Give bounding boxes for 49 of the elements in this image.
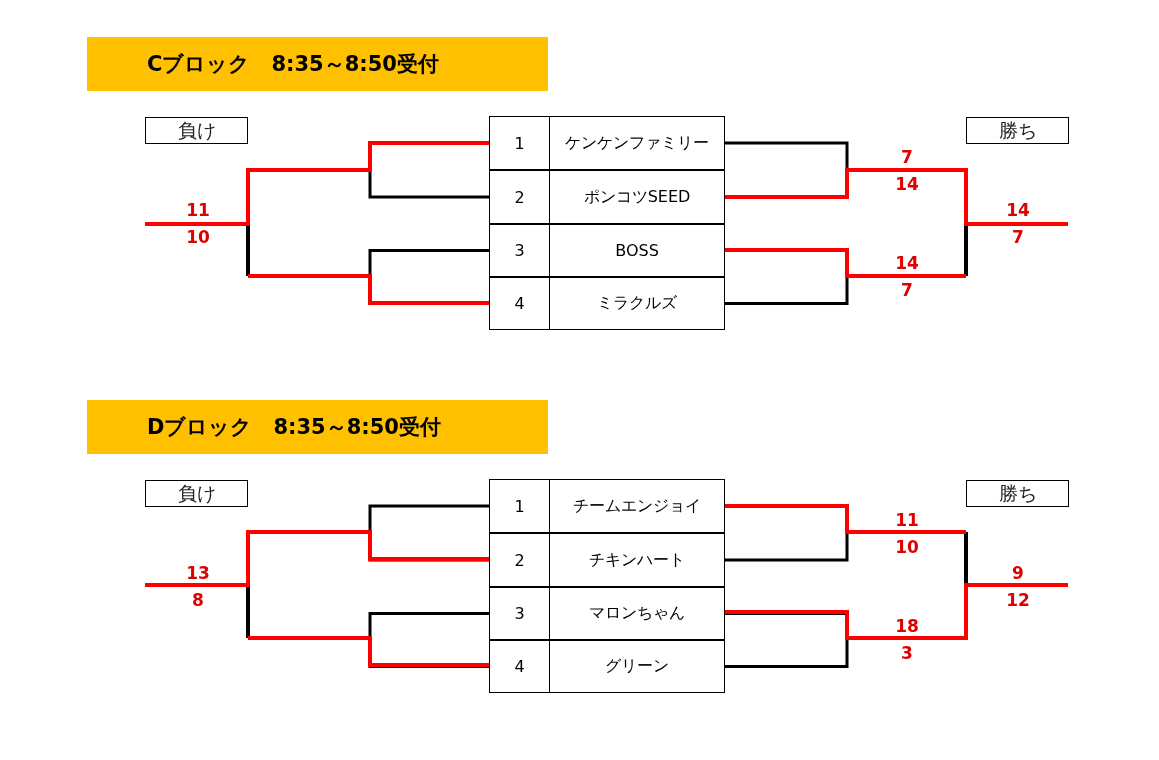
score-label: 11 xyxy=(895,511,919,529)
team-name: チキンハート xyxy=(588,548,686,571)
team-name: ケンケンファミリー xyxy=(564,131,710,154)
seed-number: 1 xyxy=(490,480,550,532)
team-row xyxy=(489,224,725,277)
bracket-line xyxy=(368,612,489,668)
score-label: 10 xyxy=(186,228,210,246)
bracket-side-label: 負け xyxy=(145,117,248,144)
score-label: 3 xyxy=(901,644,913,662)
seed-number: 4 xyxy=(490,641,550,692)
score-label: 7 xyxy=(1012,228,1024,246)
block-title-band: Cブロック 8:35～8:50受付 xyxy=(87,37,548,91)
score-label: 7 xyxy=(901,281,913,299)
team-name: ミラクルズ xyxy=(596,292,678,314)
score-label: 11 xyxy=(186,201,210,219)
team-row xyxy=(489,170,725,224)
bracket-line xyxy=(368,504,489,562)
team-row xyxy=(489,479,725,533)
team-name: マロンちゃん xyxy=(588,602,686,624)
score-label: 14 xyxy=(895,175,919,193)
score-label: 10 xyxy=(895,538,919,556)
bracket-side-label: 勝ち xyxy=(966,117,1069,144)
team-name: ポンコツSEED xyxy=(582,185,692,208)
seed-number: 3 xyxy=(490,588,550,639)
score-label: 12 xyxy=(1006,591,1030,609)
team-name: グリーン xyxy=(604,655,670,677)
team-name: BOSS xyxy=(614,240,660,262)
block-title-band: Dブロック 8:35～8:50受付 xyxy=(87,400,548,454)
seed-number: 3 xyxy=(490,225,550,276)
score-label: 9 xyxy=(1012,564,1024,582)
score-label: 14 xyxy=(1006,201,1030,219)
seed-number: 2 xyxy=(490,171,550,223)
bracket-line xyxy=(725,612,849,668)
score-label: 8 xyxy=(192,591,204,609)
score-label: 18 xyxy=(895,617,919,635)
bracket-side-label: 勝ち xyxy=(966,480,1069,507)
bracket-side-label: 負け xyxy=(145,480,248,507)
team-row xyxy=(489,640,725,693)
seed-number: 2 xyxy=(490,534,550,586)
team-row xyxy=(489,116,725,170)
team-row xyxy=(489,277,725,330)
team-name: チームエンジョイ xyxy=(572,494,702,517)
team-row xyxy=(489,587,725,640)
seed-number: 4 xyxy=(490,278,550,329)
score-label: 14 xyxy=(895,254,919,272)
seed-number: 1 xyxy=(490,117,550,169)
score-label: 13 xyxy=(186,564,210,582)
score-label: 7 xyxy=(901,148,913,166)
team-row xyxy=(489,533,725,587)
